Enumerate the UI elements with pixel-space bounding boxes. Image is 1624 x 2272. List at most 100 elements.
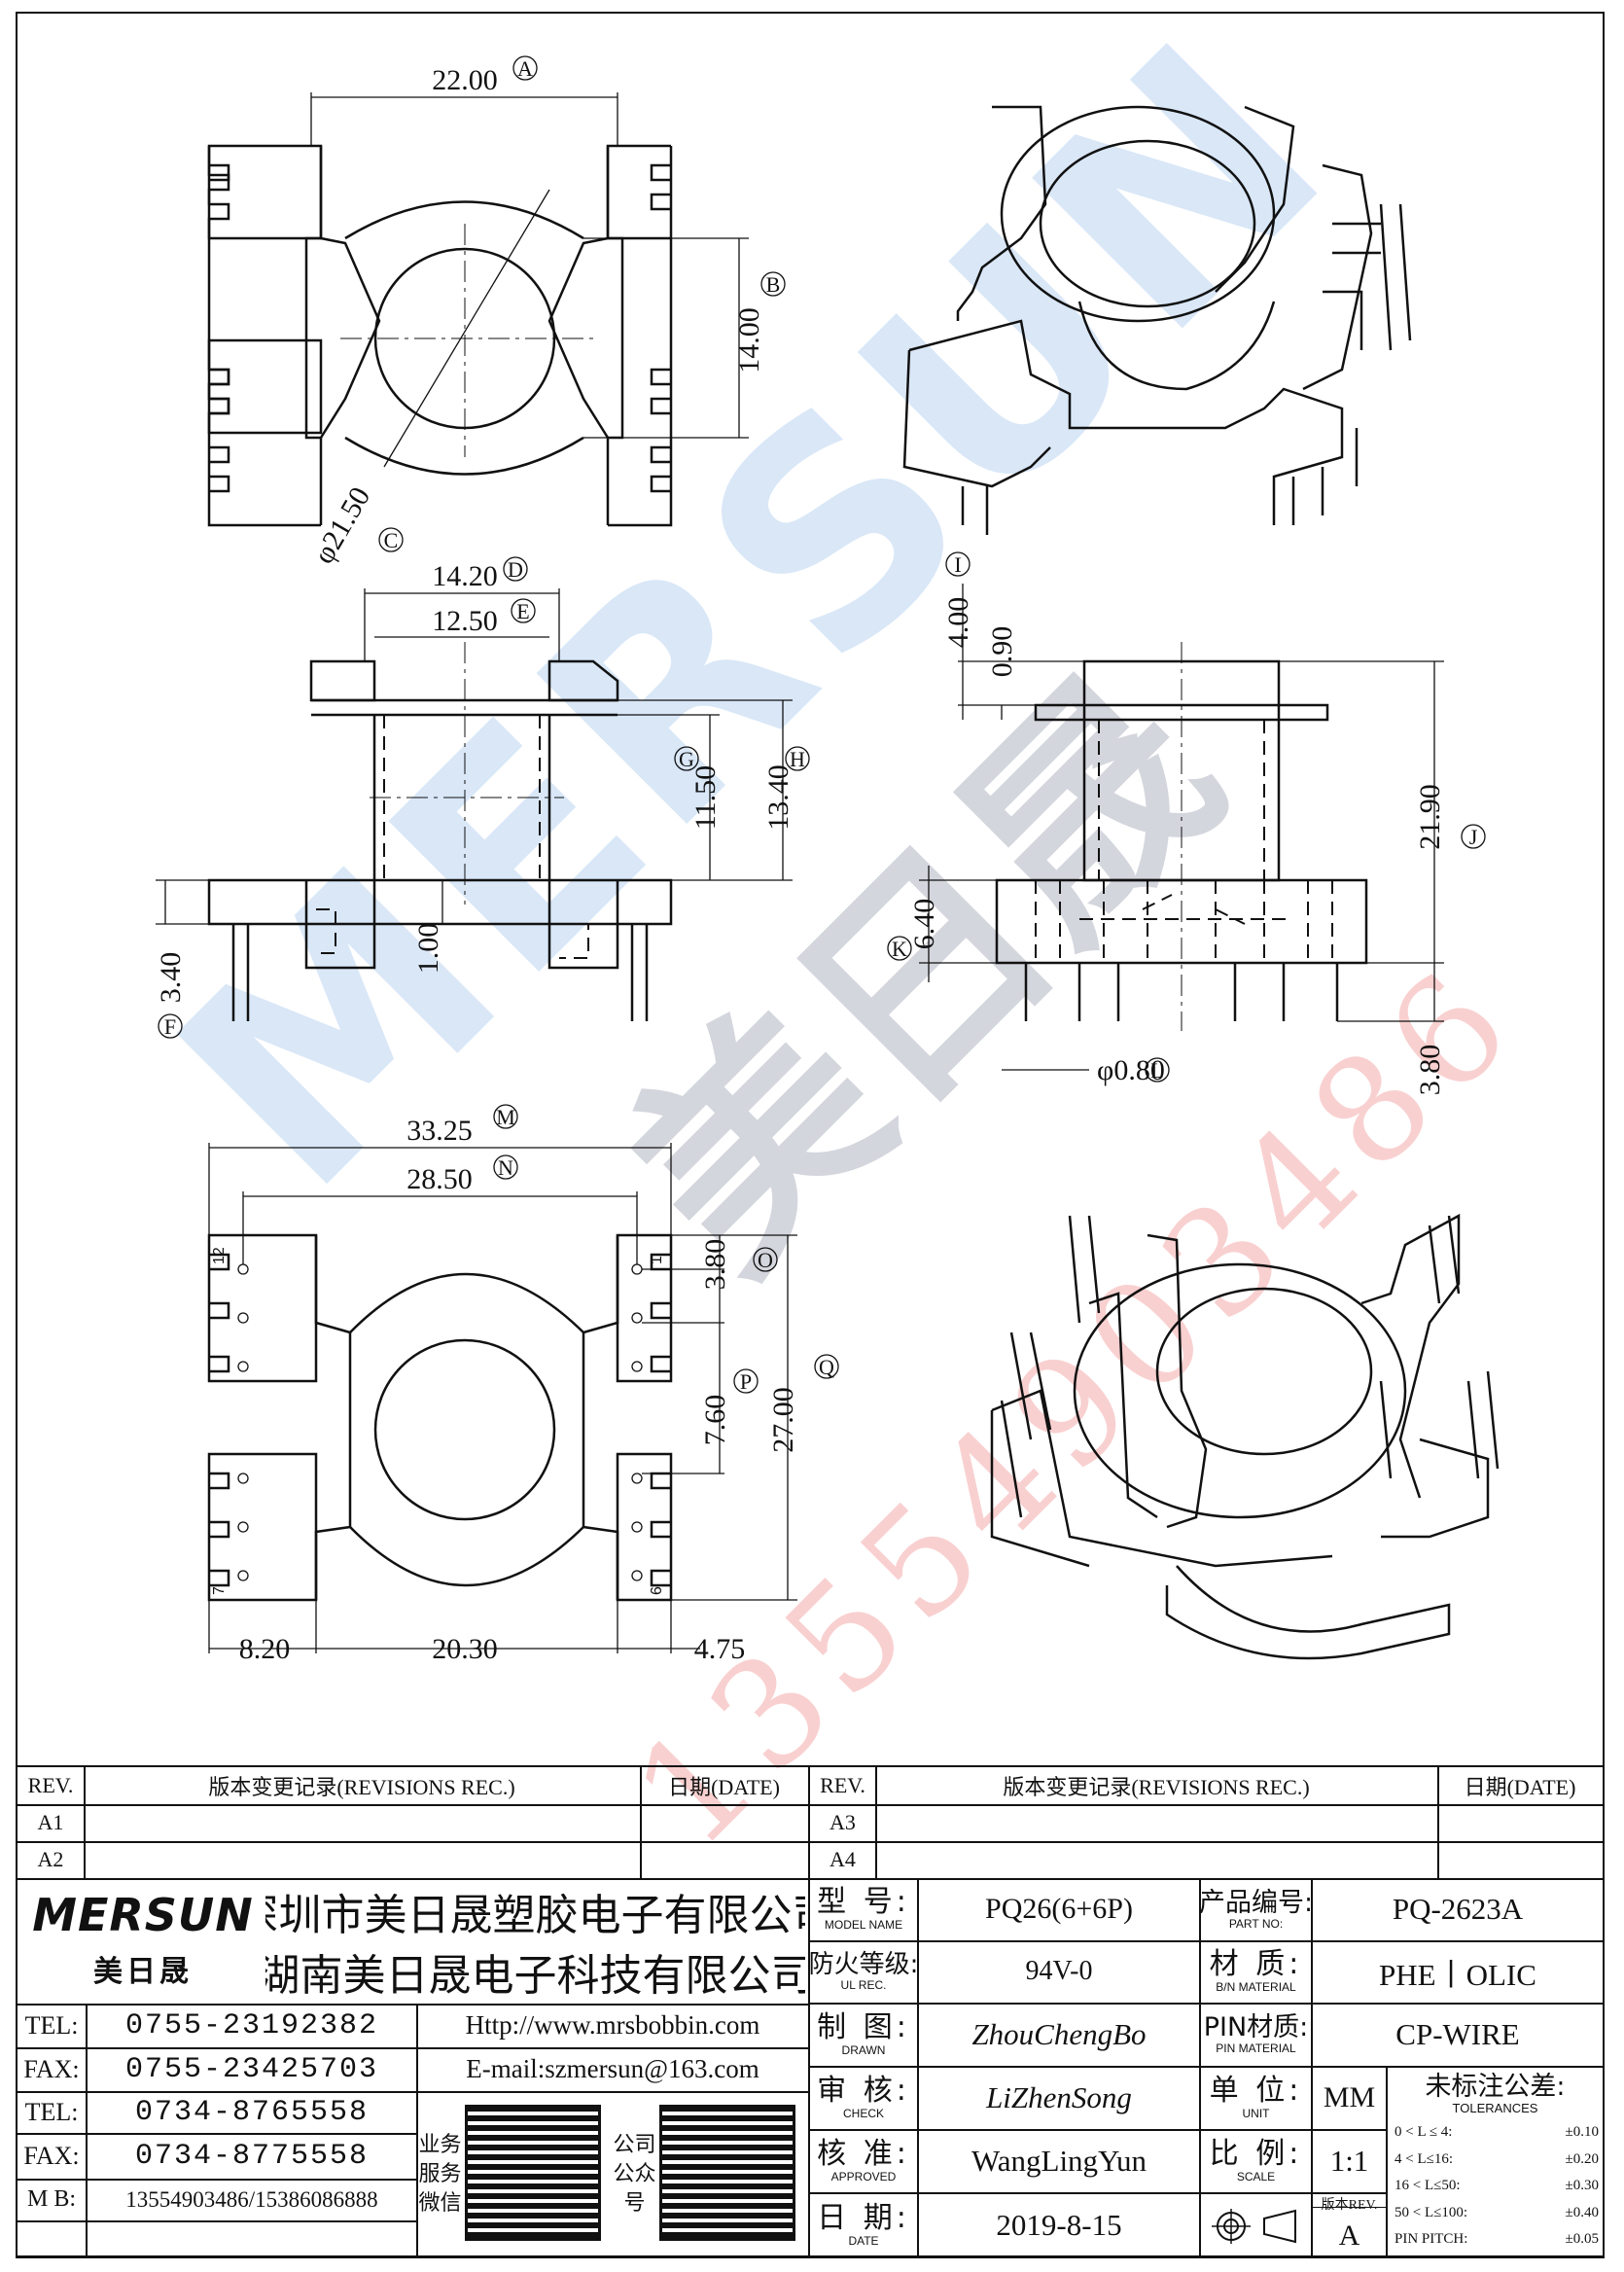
company-logo-cn: 美日晟 (93, 1955, 193, 1989)
top-view: 22.00 A 14.00 B φ21.50 C (207, 55, 786, 569)
ul-value: 94V-0 (1025, 1956, 1093, 1986)
qr-wechat-label: 业务服务微信 (418, 2133, 462, 2216)
tag-l: L (1150, 1058, 1163, 1083)
pin-label-6: 6 (649, 1586, 665, 1595)
pin-label-1: 1 (649, 1256, 665, 1264)
rev-row-a4: A4 (830, 1847, 856, 1871)
company-name-shenzhen: 深圳市美日晟塑胶电子有限公司 (265, 1891, 805, 1940)
dim-e-value: 12.50 (432, 605, 498, 637)
dim-w1-value: 8.20 (239, 1633, 291, 1665)
rev-row-a1: A1 (37, 1810, 64, 1834)
side-view: 4.00 0.90 I 21.90 J 6.40 K φ0.80 L 3.80 (887, 551, 1486, 1096)
dim-p-value: 7.60 (699, 1395, 731, 1446)
drawn-value: ZhouChengBo (971, 2016, 1147, 2051)
model-value: PQ26(6+6P) (985, 1893, 1133, 1925)
part-value: PQ-2623A (1392, 1892, 1524, 1926)
rev-row-a3: A3 (830, 1810, 856, 1834)
rec-header-left: 版本变更记录(REVISIONS REC.) (208, 1775, 515, 1799)
dim-side-bottom-value: 3.80 (1414, 1045, 1446, 1096)
model-label: 型 号:MODEL NAME (817, 1885, 910, 1932)
tag-f: F (164, 1014, 176, 1039)
tag-e: E (516, 599, 529, 623)
dim-n-value: 28.50 (406, 1163, 473, 1195)
pin-material-value: CP-WIRE (1395, 2016, 1520, 2051)
approved-label: 核 准:APPROVED (817, 2136, 910, 2183)
drawn-label: 制 图:DRAWN (817, 2009, 910, 2057)
dim-i2-value: 0.90 (986, 626, 1018, 678)
version-value: A (1338, 2219, 1360, 2252)
tolerance-table: 0 < L ≤ 4:±0.10 4 < L≤16:±0.20 16 < L≤50… (1395, 2124, 1599, 2247)
website-link[interactable]: Http://www.mrsbobbin.com (465, 2010, 760, 2040)
fax2-value: 0734-8775558 (134, 2139, 370, 2173)
check-label: 审 核:CHECK (817, 2073, 910, 2120)
tolerance-label: 未标注公差: (1425, 2071, 1566, 2100)
dim-k-value: 6.40 (908, 899, 940, 950)
title-block: REV. 版本变更记录(REVISIONS REC.) 日期(DATE) A1 … (16, 1765, 1605, 2257)
tag-q: Q (819, 1355, 834, 1379)
tolerance-en: TOLERANCES (1452, 2100, 1538, 2115)
part-label: 产品编号:PART NO: (1201, 1887, 1311, 1931)
company-logo: MERSUN (32, 1889, 254, 1941)
dim-b-value: 14.00 (733, 307, 765, 373)
unit-label: 单 位:UNIT (1209, 2073, 1303, 2120)
mb-value: 13554903486/15386086888 (125, 2186, 378, 2212)
tel2-label: TEL: (24, 2097, 79, 2126)
email-link[interactable]: E-mail:szmersun@163.com (466, 2054, 759, 2083)
isometric-view-bottom (990, 1213, 1500, 1660)
tag-p: P (740, 1369, 752, 1394)
ul-label: 防火等级:UL REC. (810, 1950, 917, 1992)
isometric-view-top (902, 105, 1412, 535)
dim-m-value: 33.25 (406, 1115, 473, 1147)
rev-header-left: REV. (27, 1773, 74, 1797)
front-view: 14.20 D 12.50 E 11.50 13.40 G H 3.40 F 1… (155, 556, 810, 1039)
dim-q-value: 27.00 (767, 1387, 799, 1453)
sheet-border (16, 12, 1605, 2258)
pin-label-7: 7 (211, 1586, 228, 1595)
rec-header-right: 版本变更记录(REVISIONS REC.) (1003, 1775, 1310, 1799)
tel2-value: 0734-8765558 (134, 2095, 370, 2129)
dim-j-value: 21.90 (1414, 784, 1446, 850)
unit-value: MM (1323, 2080, 1376, 2113)
company-name-hunan: 湖南美日晟电子科技有限公司 (265, 1951, 805, 2001)
tag-k: K (892, 937, 907, 961)
dim-h-value: 13.40 (762, 764, 794, 831)
dim-d-value: 14.20 (432, 560, 498, 592)
tag-g: G (679, 747, 694, 771)
tag-b: B (766, 272, 781, 297)
dim-w2-value: 20.30 (432, 1633, 498, 1665)
dim-f-value: 3.40 (155, 952, 187, 1004)
date-value: 2019-8-15 (996, 2207, 1122, 2242)
rev-row-a2: A2 (37, 1847, 64, 1871)
check-value: LiZhenSong (986, 2079, 1132, 2114)
dim-i-value: 4.00 (942, 597, 974, 649)
qr-official-label: 公司公众号 (613, 2133, 656, 2216)
fax1-label: FAX: (23, 2054, 80, 2083)
tag-i: I (954, 552, 961, 577)
fax1-value: 0755-23425703 (124, 2052, 379, 2086)
engineering-drawing: 22.00 A 14.00 B φ21.50 C (155, 55, 1500, 1665)
material-value: PHE丨OLIC (1379, 1957, 1536, 1992)
dim-inner-value: 1.00 (412, 923, 444, 975)
date-label: 日 期:DATE (817, 2200, 910, 2248)
qr-wechat-image (465, 2105, 601, 2241)
dim-o-value: 3.80 (699, 1239, 731, 1291)
scale-value: 1:1 (1329, 2143, 1369, 2178)
pin-material-label: PIN材质:PIN MATERIAL (1203, 2012, 1309, 2055)
approved-value: WangLingYun (971, 2143, 1147, 2178)
dim-w3-value: 4.75 (694, 1633, 746, 1665)
dim-g-value: 11.50 (689, 765, 722, 830)
fax2-label: FAX: (23, 2141, 80, 2170)
qr-official-image (659, 2105, 795, 2241)
tag-d: D (508, 557, 523, 582)
dim-a-value: 22.00 (432, 64, 498, 96)
tag-m: M (496, 1105, 515, 1129)
tag-c: C (384, 528, 399, 552)
scale-label: 比 例:SCALE (1209, 2136, 1303, 2183)
projection-symbol-icon (1201, 2194, 1311, 2257)
rev-header-right: REV. (820, 1773, 865, 1797)
mb-label: M B: (26, 2186, 76, 2212)
tag-a: A (517, 56, 533, 81)
material-label: 材 质:B/N MATERIAL (1209, 1947, 1303, 1994)
date-header-left: 日期(DATE) (668, 1775, 780, 1799)
